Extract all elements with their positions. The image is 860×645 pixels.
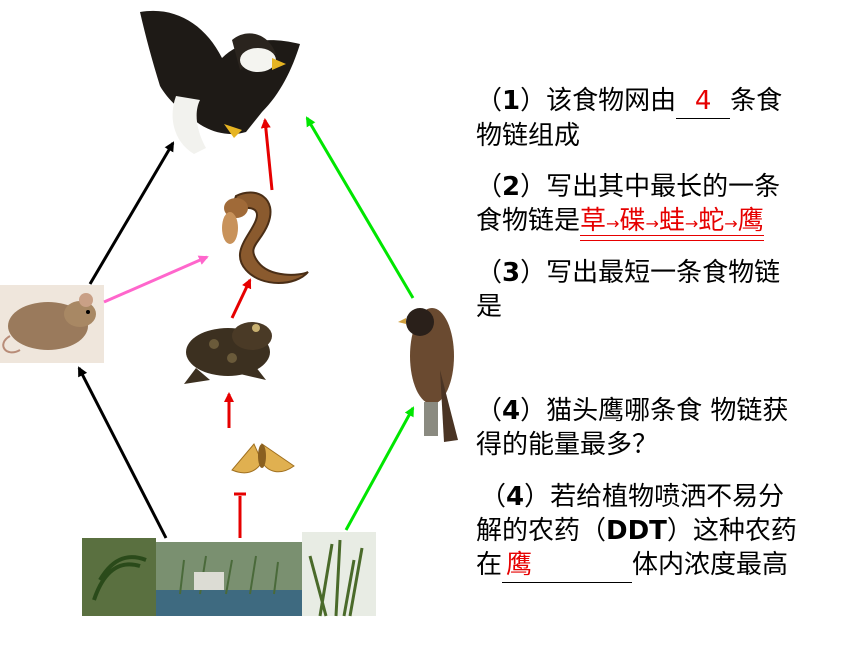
q3-line2: 是 xyxy=(476,292,503,322)
q4b-line3-post: 体内浓度最高 xyxy=(632,550,789,580)
q4b-line2: 解的农药（ xyxy=(476,516,607,546)
chain-item-grass: 草 xyxy=(580,206,607,236)
question-3: （3）写出最短一条食物链 是 xyxy=(476,256,856,324)
q1-text-post: 条食 xyxy=(730,86,783,116)
q4b-line1: ）若给植物喷洒不易分 xyxy=(524,482,785,512)
bird-icon xyxy=(398,308,458,442)
q3-line1: ）写出最短一条食物链 xyxy=(520,258,781,288)
q1-answer-blank: 4 xyxy=(676,84,731,119)
question-2: （2）写出其中最长的一条 食物链是草→碟→蛙→蛇→鹰 xyxy=(476,170,856,241)
q2-line2-pre: 食物链是 xyxy=(476,206,581,236)
q4a-line1: ）猫头鹰哪条食 物链获 xyxy=(520,396,789,426)
chain-arrow: → xyxy=(606,214,620,233)
question-4a: （4）猫头鹰哪条食 物链获 得的能量最多？ xyxy=(476,394,856,462)
chain-item-eagle: 鹰 xyxy=(737,206,764,236)
eagle-icon xyxy=(140,10,300,154)
q4b-line2-post: ）这种农药 xyxy=(666,516,797,546)
q2-number: 2 xyxy=(502,172,521,202)
q4b-answer-blank: 鹰 xyxy=(502,548,633,583)
q1-number: 1 xyxy=(502,86,521,116)
q1-line2: 物链组成 xyxy=(476,121,581,151)
q1-text-pre: ）该食物网由 xyxy=(520,86,677,116)
chain-item-frog: 蛙 xyxy=(658,206,685,236)
moth-icon xyxy=(231,443,295,474)
chain-arrow: → xyxy=(684,214,699,233)
chain-arrow: → xyxy=(645,214,659,233)
chain-underline xyxy=(580,235,764,236)
q4b-number: 4 xyxy=(506,482,525,512)
frog-icon xyxy=(184,322,272,384)
q4a-number: 4 xyxy=(502,396,521,426)
snake-icon xyxy=(222,191,309,284)
q4b-line3-pre: 在 xyxy=(476,550,503,580)
q2-line1: ）写出其中最长的一条 xyxy=(520,172,781,202)
chain-arrow: → xyxy=(724,214,738,233)
chain-underline xyxy=(580,240,764,241)
q2-answer-chain: 草→碟→蛙→蛇→鹰 xyxy=(580,204,764,241)
question-4b: （4）若给植物喷洒不易分 解的农药（DDT）这种农药 在鹰体内浓度最高 xyxy=(476,480,860,583)
grass-icon xyxy=(82,532,376,617)
q4b-ddt: DDT xyxy=(606,516,667,546)
q4a-line2: 得的能量最多？ xyxy=(476,430,659,460)
arrows xyxy=(77,116,415,539)
chain-item-snake: 蛇 xyxy=(698,206,725,236)
q3-number: 3 xyxy=(502,258,521,288)
mouse-icon xyxy=(0,285,104,363)
chain-item-moth: 碟 xyxy=(619,206,646,236)
